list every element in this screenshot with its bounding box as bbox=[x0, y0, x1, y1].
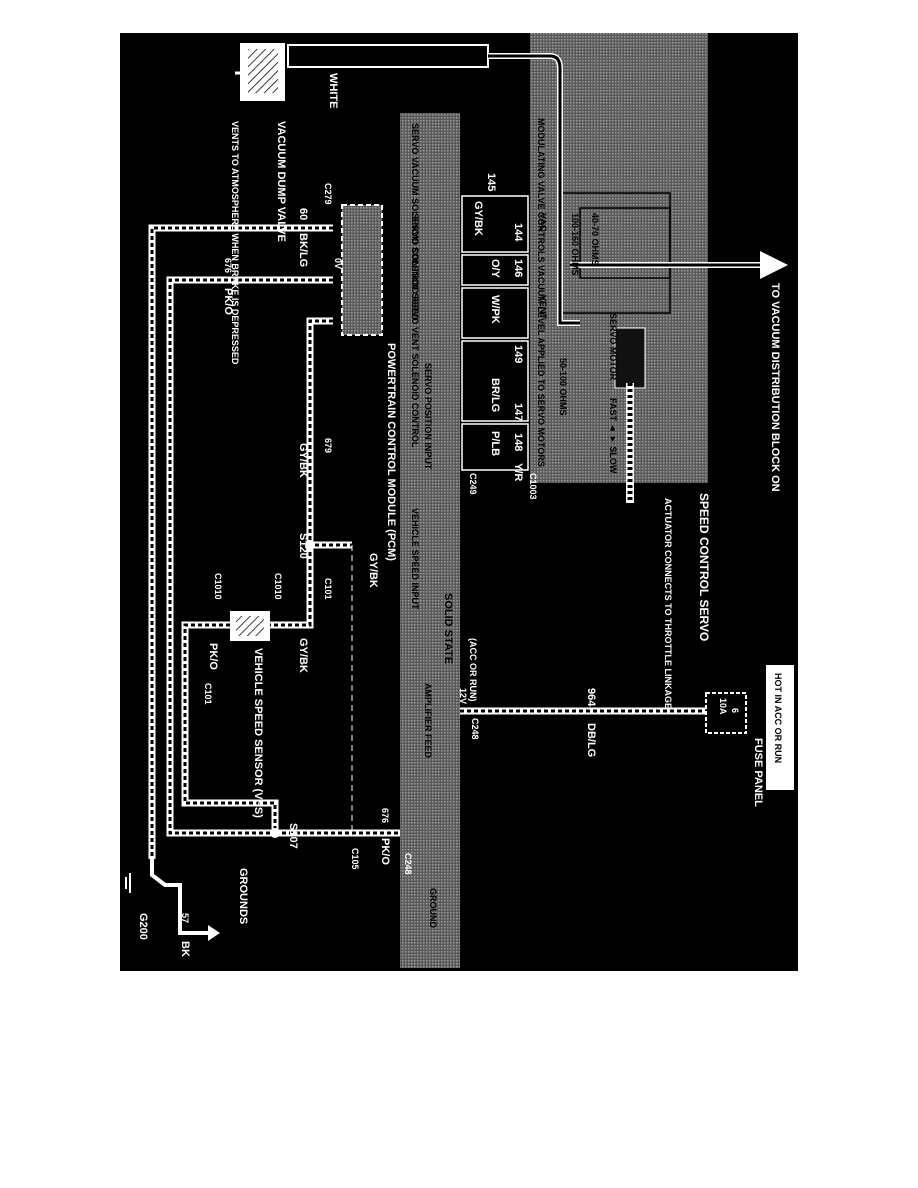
c1003-label: C1003 bbox=[528, 473, 538, 500]
vacuum-dump-valve-icon bbox=[235, 43, 285, 101]
splice-s107 bbox=[270, 828, 280, 838]
pcm-module bbox=[341, 204, 383, 336]
w676-vss-color: PK/O bbox=[207, 643, 219, 670]
pin-145-color: GY/BK bbox=[472, 201, 484, 236]
wire-676-vss bbox=[181, 621, 279, 833]
servo-vent-solenoid: SERVO VENT SOLENOID CONTROL bbox=[410, 293, 420, 448]
pin-145-circuit: 145 bbox=[485, 173, 497, 191]
w964-color: DB/LG bbox=[585, 723, 597, 757]
pin-144-color: O/Y bbox=[489, 259, 501, 279]
ohms-100-160: 100-160 OHMS bbox=[570, 213, 580, 276]
ohms-50-100: 50-100 OHMS bbox=[558, 358, 568, 416]
dump-valve-note: VENTS TO ATMOSPHERE WHEN BRAKE IS DEPRES… bbox=[230, 121, 240, 365]
vacuum-hose bbox=[287, 44, 489, 68]
modulating-note: MODULATING VALVE CONTROLS VACUUM LEVEL A… bbox=[536, 118, 546, 467]
w676-ss-color: PK/O bbox=[379, 838, 391, 865]
splice-s120 bbox=[305, 540, 315, 550]
fuse-amp: 10A bbox=[718, 698, 728, 715]
actuator-note: ACTUATOR CONNECTS TO THROTTLE LINKAGE bbox=[663, 498, 673, 709]
hot-in-acc-label: HOT IN ACC OR RUN bbox=[773, 673, 783, 763]
speed-control-servo-block bbox=[530, 33, 708, 483]
fuse-panel bbox=[705, 692, 747, 734]
vac-label: VAC bbox=[538, 213, 548, 232]
wiring-diagram-panel: SPEED CONTROL SERVO ACTUATOR CONNECTS TO… bbox=[120, 33, 798, 971]
speed-control-servo-title: SPEED CONTROL SERVO bbox=[697, 493, 711, 641]
c248-label: C248 bbox=[470, 718, 480, 740]
vacuum-block-label: TO VACUUM DISTRIBUTION BLOCK ON bbox=[769, 283, 781, 492]
w679-s120-color: GY/BK bbox=[367, 553, 379, 588]
servo-solenoid-feed: SERVO SOLENOID FEED bbox=[410, 213, 420, 321]
pin-149-color: BR/LG bbox=[489, 378, 501, 412]
s107-label: S107 bbox=[287, 823, 299, 849]
fuse-num: 6 bbox=[730, 708, 740, 713]
w676-color: PK/O bbox=[222, 288, 234, 315]
solid-state-title: SOLID STATE bbox=[442, 593, 454, 664]
pcm-title: POWERTRAIN CONTROL MODULE (PCM) bbox=[385, 343, 397, 561]
pcm-zero-v: 0V bbox=[333, 258, 343, 269]
twelve-volt-label: 12V bbox=[458, 688, 468, 704]
acc-run-label: (ACC OR RUN) bbox=[468, 638, 478, 702]
vent-label: VENT bbox=[538, 295, 548, 320]
pin-144-circuit: 144 bbox=[512, 223, 524, 242]
pin-148-circuit: 148 bbox=[512, 433, 524, 451]
hot-in-acc-box bbox=[766, 665, 794, 790]
solid-state-module bbox=[400, 113, 460, 968]
vacuum-arrow-icon bbox=[760, 251, 788, 279]
servo-position-input: SERVO POSITION INPUT bbox=[423, 363, 433, 470]
c249-label: C249 bbox=[468, 473, 478, 495]
c1010-label: C1010 bbox=[273, 573, 283, 600]
w57-label: 57 bbox=[180, 913, 190, 923]
w679-vss-color: GY/BK bbox=[297, 638, 309, 673]
dump-valve-label: VACUUM DUMP VALVE bbox=[275, 121, 287, 242]
vehicle-speed-sensor-icon bbox=[230, 611, 270, 641]
vehicle-speed-input: VEHICLE SPEED INPUT bbox=[410, 508, 420, 610]
wiring-diagram: SPEED CONTROL SERVO ACTUATOR CONNECTS TO… bbox=[120, 33, 798, 971]
s120-label: S120 bbox=[297, 533, 309, 559]
connector-c249 bbox=[461, 195, 529, 471]
amplifier-feed: AMPLIFIER FEED bbox=[423, 683, 433, 759]
c248-b-label: C248 bbox=[403, 853, 413, 875]
white-label: WHITE bbox=[327, 73, 339, 108]
pin-149-circuit: 149 bbox=[512, 345, 524, 363]
w60-label: 60 bbox=[297, 208, 309, 220]
w676-ss-label: 676 bbox=[380, 808, 390, 823]
w964-label: 964 bbox=[585, 688, 597, 707]
c1010-b-label: C1010 bbox=[213, 573, 223, 600]
c105-label: C105 bbox=[350, 848, 360, 870]
w57-color: BK bbox=[179, 941, 191, 957]
grounds-title: GROUNDS bbox=[237, 868, 249, 924]
pin-148-color: Y/R bbox=[512, 463, 524, 481]
pin-146-circuit: 146 bbox=[512, 259, 524, 277]
w679-label: 679 bbox=[323, 438, 333, 453]
fuse-panel-title: FUSE PANEL bbox=[752, 738, 764, 807]
ohms-40-70: 40-70 OHMS bbox=[590, 213, 600, 266]
c279-label: C279 bbox=[323, 183, 333, 205]
fast-slow-label: FAST ◄ ► SLOW bbox=[608, 398, 618, 474]
wire-676 bbox=[166, 276, 333, 837]
vss-title: VEHICLE SPEED SENSOR (VSS) bbox=[252, 648, 264, 818]
wire-679 bbox=[270, 317, 352, 629]
ground-label: GROUND bbox=[428, 888, 438, 928]
servo-motor-label: SERVO MOTOR bbox=[608, 313, 618, 381]
servo-vac-solenoid: SERVO VACUUM SOLENOID CONTROL bbox=[410, 123, 420, 293]
pin-147-circuit: 147 bbox=[512, 403, 524, 421]
w60-color: BK/LG bbox=[297, 233, 309, 267]
c101-label: C101 bbox=[323, 578, 333, 600]
pin-146-color: W/PK bbox=[489, 295, 501, 324]
w676-label: 676 bbox=[223, 258, 233, 273]
g200-label: G200 bbox=[137, 913, 149, 940]
pin-147-color: P/LB bbox=[489, 431, 501, 456]
ground-g200-icon bbox=[125, 859, 220, 941]
w679-color: GY/BK bbox=[297, 443, 309, 478]
wire-60 bbox=[148, 224, 333, 859]
c101-b-label: C101 bbox=[203, 683, 213, 705]
